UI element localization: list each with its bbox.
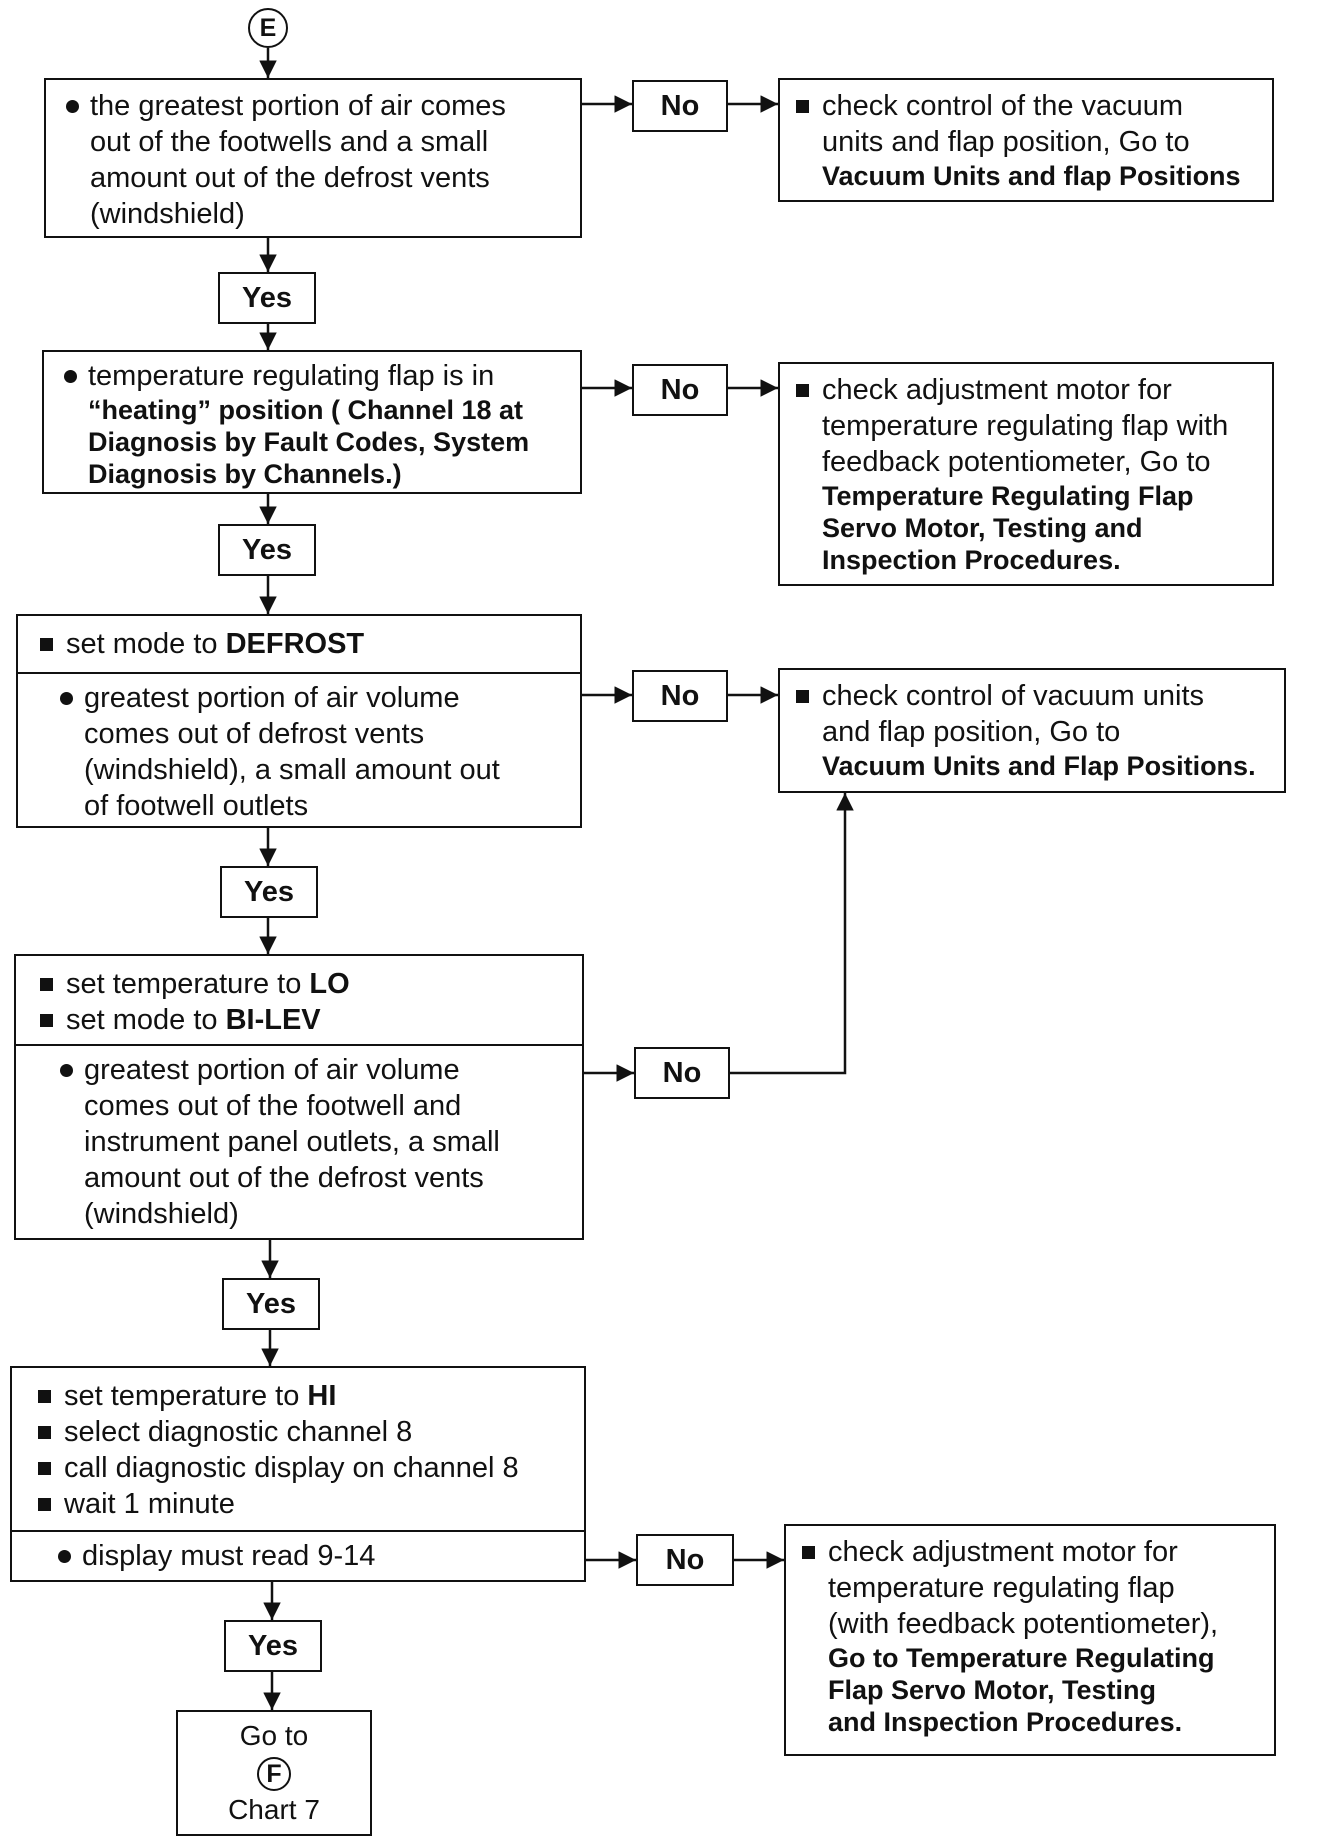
- step3-no-action-box: check control of vacuum units and flap p…: [778, 668, 1286, 793]
- end-connector: F: [257, 1757, 291, 1791]
- step2-no-action-line: temperature regulating flap with: [822, 410, 1229, 442]
- step5-set-temperature: set temperature to HI: [34, 1378, 574, 1414]
- step5-no-action-line: Flap Servo Motor, Testing: [828, 1675, 1157, 1705]
- step4-line: (windshield): [84, 1198, 239, 1230]
- step2-line: Diagnosis by Channels.): [88, 459, 402, 489]
- step1-line: out of the footwells and a small: [90, 126, 489, 158]
- step5-action: select diagnostic channel 8: [34, 1414, 574, 1450]
- step4-line: comes out of the footwell and: [84, 1090, 462, 1122]
- step2-no-action-line: check adjustment motor for: [792, 372, 1264, 408]
- step1-line: (windshield): [90, 198, 245, 230]
- step2-no-label: No: [632, 364, 728, 416]
- step4-line: amount out of the defrost vents: [84, 1162, 484, 1194]
- step4-line: greatest portion of air volume: [52, 1052, 572, 1088]
- step2-line: temperature regulating flap is in: [56, 358, 570, 394]
- step5-action: wait 1 minute: [34, 1486, 574, 1522]
- step3-line: comes out of defrost vents: [84, 718, 425, 750]
- step5-action: call diagnostic display on channel 8: [34, 1450, 574, 1486]
- step2-no-action-line: Temperature Regulating Flap: [822, 481, 1194, 511]
- step5-no-action-line: temperature regulating flap: [828, 1572, 1175, 1604]
- step2-no-action-box: check adjustment motor for temperature r…: [778, 362, 1274, 586]
- step1-no-label: No: [632, 80, 728, 132]
- step5-no-action-line: Go to Temperature Regulating: [828, 1643, 1215, 1673]
- step2-no-action-line: Servo Motor, Testing and: [822, 513, 1143, 543]
- step1-box: the greatest portion of air comes out of…: [44, 78, 582, 238]
- step3-set-mode-value: DEFROST: [225, 628, 365, 660]
- step5-no-label: No: [636, 1534, 734, 1586]
- step1-line: the greatest portion of air comes: [58, 88, 570, 124]
- step5-box: set temperature to HI select diagnostic …: [10, 1366, 586, 1582]
- step2-yes-label: Yes: [218, 524, 316, 576]
- step5-yes-label: Yes: [224, 1620, 322, 1672]
- step2-box: temperature regulating flap is in “heati…: [42, 350, 582, 494]
- step3-no-action-line: check control of vacuum units: [792, 678, 1278, 714]
- step5-no-action-box: check adjustment motor for temperature r…: [784, 1524, 1276, 1756]
- step2-no-action-line: feedback potentiometer, Go to: [822, 446, 1211, 478]
- step2-no-action-line: Inspection Procedures.: [822, 545, 1121, 575]
- step1-no-action-line: check control of the vacuum: [792, 88, 1264, 124]
- step3-line: of footwell outlets: [84, 790, 309, 822]
- step2-line: “heating” position ( Channel 18 at: [88, 395, 524, 425]
- step1-line: amount out of the defrost vents: [90, 162, 490, 194]
- goto-label: Go to: [239, 1720, 309, 1751]
- start-connector: E: [248, 8, 288, 48]
- step5-no-action-line: (with feedback potentiometer),: [828, 1608, 1219, 1640]
- step4-set-temperature-value: LO: [309, 968, 350, 1000]
- step3-line: greatest portion of air volume: [52, 680, 570, 716]
- goto-chart-box: Go to F Chart 7: [176, 1710, 372, 1836]
- step4-line: instrument panel outlets, a small: [84, 1126, 500, 1158]
- step1-no-action-line: Vacuum Units and flap Positions: [822, 161, 1241, 191]
- step4-set-mode-value: BI-LEV: [225, 1004, 321, 1036]
- step1-yes-label: Yes: [218, 272, 316, 324]
- step5-check: display must read 9-14: [50, 1538, 574, 1574]
- step2-line: Diagnosis by Fault Codes, System: [88, 427, 530, 457]
- step3-no-action-line: Vacuum Units and Flap Positions.: [822, 751, 1256, 781]
- step3-line: (windshield), a small amount out: [84, 754, 500, 786]
- chart-reference: Chart 7: [228, 1794, 320, 1825]
- step5-no-action-line: and Inspection Procedures.: [828, 1707, 1183, 1737]
- step4-yes-label: Yes: [222, 1278, 320, 1330]
- step4-box: set temperature to LO set mode to BI-LEV…: [14, 954, 584, 1240]
- step3-no-action-line: and flap position, Go to: [822, 716, 1121, 748]
- step4-no-label: No: [634, 1047, 730, 1099]
- step3-set-mode: set mode to DEFROST: [36, 626, 570, 662]
- step5-no-action-line: check adjustment motor for: [798, 1534, 1268, 1570]
- step3-yes-label: Yes: [220, 866, 318, 918]
- step4-set-temperature: set temperature to LO: [36, 966, 572, 1002]
- step1-no-action-box: check control of the vacuum units and fl…: [778, 78, 1274, 202]
- step5-set-temperature-value: HI: [307, 1380, 337, 1412]
- step3-box: set mode to DEFROST greatest portion of …: [16, 614, 582, 828]
- step3-no-label: No: [632, 670, 728, 722]
- step4-set-mode: set mode to BI-LEV: [36, 1002, 572, 1038]
- step1-no-action-line: units and flap position, Go to: [822, 126, 1190, 158]
